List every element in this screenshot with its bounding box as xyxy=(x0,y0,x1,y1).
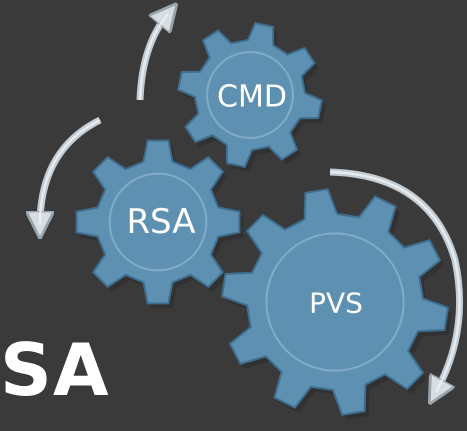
gear-label-cmd: CMD xyxy=(217,80,287,115)
arrow-cmd-to-rsa xyxy=(40,116,102,225)
gear-label-rsa: RSA xyxy=(126,202,195,242)
gear-inner-ring xyxy=(206,51,294,139)
gear-pvs xyxy=(220,188,452,420)
gear-body xyxy=(220,188,450,416)
gear-body xyxy=(177,22,323,168)
gear-inner-ring xyxy=(108,172,208,272)
gear-body xyxy=(75,139,241,305)
gear-cmd xyxy=(177,22,326,172)
arrow-rsa-to-cmd xyxy=(136,14,168,101)
gear-rsa xyxy=(75,139,244,309)
arrow-cmd-to-pvs xyxy=(329,168,464,392)
gear-label-pvs: PVS xyxy=(309,287,363,320)
gear-inner-ring xyxy=(265,232,405,372)
caption-fragment: SA xyxy=(0,328,110,412)
